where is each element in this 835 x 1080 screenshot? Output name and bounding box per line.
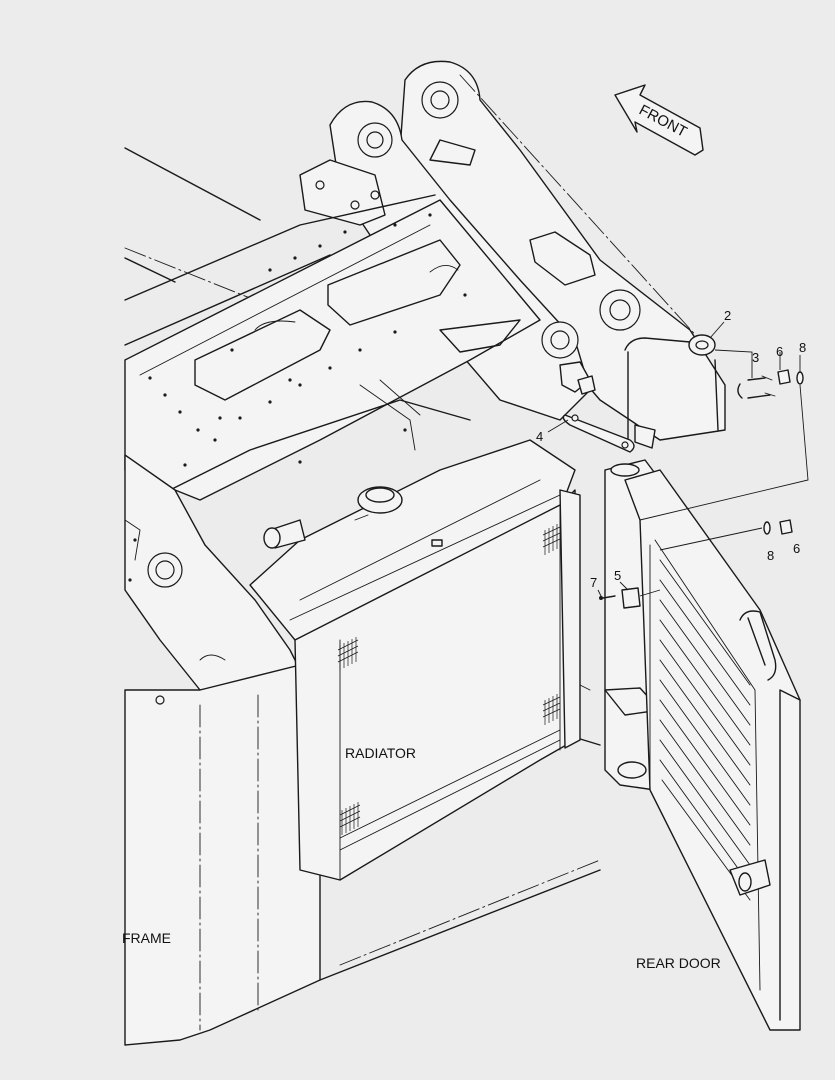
frame-left-sidewall — [124, 454, 601, 1046]
callout-2: 2 — [724, 308, 731, 323]
hardware-parts — [562, 334, 804, 609]
front-direction-arrow: FRONT — [614, 84, 704, 156]
callout-5: 5 — [614, 568, 621, 583]
frame-label: FRAME — [122, 930, 171, 946]
callout-8-lower: 8 — [767, 548, 774, 563]
callout-7: 7 — [590, 575, 597, 590]
radiator-label: RADIATOR — [345, 745, 416, 761]
callout-3: 3 — [752, 350, 759, 365]
loader-arm-pivot-plates — [299, 60, 726, 441]
callout-6-upper: 6 — [776, 344, 783, 359]
callout-leader-lines — [547, 321, 809, 599]
rear-door-label: REAR DOOR — [636, 955, 721, 971]
callout-8-upper: 8 — [799, 340, 806, 355]
callout-4: 4 — [536, 429, 543, 444]
radiator-assembly — [249, 439, 591, 881]
component-labels: RADIATOR FRAME REAR DOOR — [122, 745, 721, 971]
callout-numbers: 2 3 4 5 6 8 8 6 7 — [536, 308, 806, 590]
cooler-fins — [659, 559, 751, 901]
rear-door-assembly — [604, 459, 801, 1031]
callout-6-lower: 6 — [793, 541, 800, 556]
radiator-core-hatch — [337, 524, 561, 835]
frame-rivet-holes — [148, 213, 467, 467]
frame-upper-structure — [124, 147, 541, 501]
